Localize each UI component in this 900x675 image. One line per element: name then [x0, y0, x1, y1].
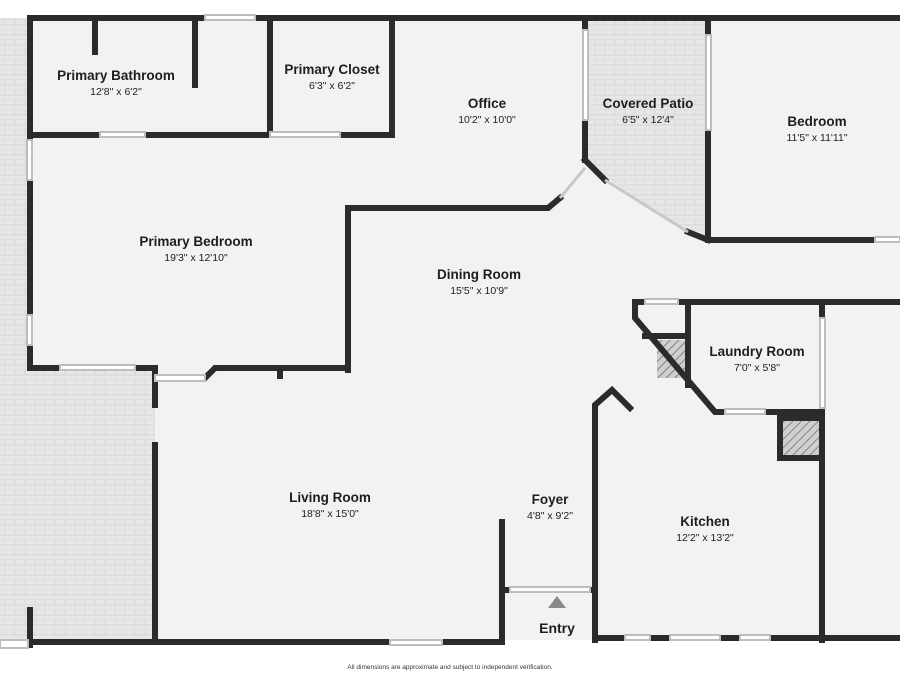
entry-label: Entry [539, 620, 575, 636]
room-label-office: Office 10'2" x 10'0" [458, 96, 516, 126]
windows [0, 14, 900, 649]
room-dimensions: 12'2" x 13'2" [676, 531, 734, 544]
covered-patio-area [588, 18, 708, 238]
room-name: Dining Room [437, 267, 521, 282]
room-dimensions: 18'8" x 15'0" [301, 507, 359, 520]
room-name: Laundry Room [709, 344, 805, 359]
room-label-foyer: Foyer 4'8" x 9'2" [527, 492, 573, 522]
room-dimensions: 7'0" x 5'8" [734, 361, 780, 374]
room-dimensions: 6'5" x 12'4" [622, 113, 674, 126]
left-walkway [0, 18, 30, 648]
room-label-primary-bedroom: Primary Bedroom 19'3" x 12'10" [139, 234, 252, 264]
room-label-laundry-room: Laundry Room 7'0" x 5'8" [709, 344, 804, 374]
room-name: Office [467, 96, 507, 111]
room-name: Bedroom [787, 114, 847, 129]
room-label-living-room: Living Room 18'8" x 15'0" [289, 490, 371, 520]
room-dimensions: 15'5" x 10'9" [450, 284, 508, 297]
room-label-dining-room: Dining Room 15'5" x 10'9" [437, 267, 521, 297]
room-name: Kitchen [680, 514, 730, 529]
room-name: Living Room [289, 490, 371, 505]
kitchen-shaft [780, 418, 822, 456]
room-dimensions: 6'3" x 6'2" [309, 79, 355, 92]
room-label-primary-closet: Primary Closet 6'3" x 6'2" [284, 62, 379, 92]
room-label-covered-patio: Covered Patio 6'5" x 12'4" [603, 96, 694, 126]
room-name: Primary Bedroom [139, 234, 253, 249]
room-dimensions: 12'8" x 6'2" [90, 85, 142, 98]
room-dimensions: 19'3" x 12'10" [164, 251, 228, 264]
room-label-bedroom: Bedroom 11'5" x 11'11" [786, 114, 847, 144]
room-name: Foyer [531, 492, 569, 507]
room-dimensions: 10'2" x 10'0" [458, 113, 516, 126]
room-label-kitchen: Kitchen 12'2" x 13'2" [676, 514, 734, 544]
room-label-primary-bathroom: Primary Bathroom 12'8" x 6'2" [57, 68, 175, 98]
room-name: Primary Closet [284, 62, 380, 77]
side-patio [30, 370, 155, 640]
entry-arrow-icon [548, 596, 566, 608]
footer-disclaimer: All dimensions are approximate and subje… [347, 664, 553, 671]
room-name: Covered Patio [602, 96, 694, 111]
room-dimensions: 11'5" x 11'11" [786, 131, 848, 144]
diagonal-openings [558, 167, 689, 234]
room-dimensions: 4'8" x 9'2" [527, 509, 573, 522]
room-name: Primary Bathroom [57, 68, 175, 83]
